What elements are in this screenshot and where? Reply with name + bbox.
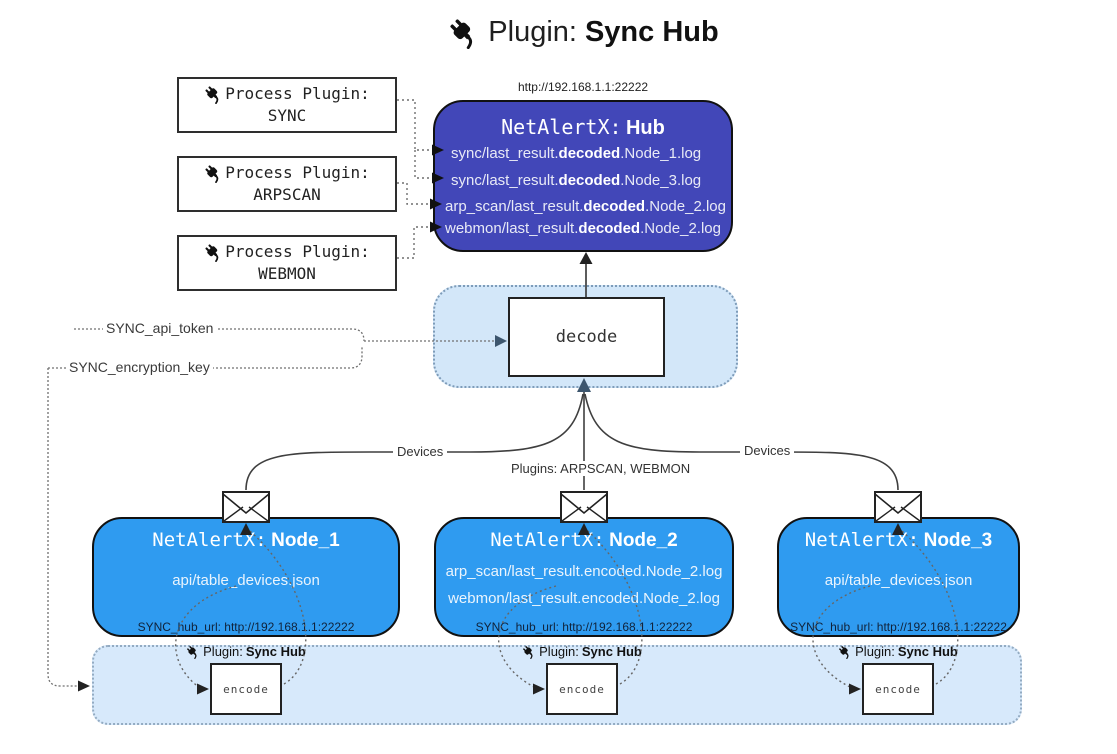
node-hub-url: SYNC_hub_url: http://192.168.1.1:22222 <box>790 620 1007 634</box>
process-plugin-label: Process Plugin: <box>225 163 370 183</box>
devices-label-left: Devices <box>393 444 448 459</box>
hub-log-item: sync/last_result.decoded.Node_3.log <box>451 172 702 189</box>
encode-box: encode <box>210 663 282 715</box>
node-item: api/table_devices.json <box>172 572 320 589</box>
node-title: NetAlertX: Node_2 <box>490 529 678 551</box>
hub-title-prefix: NetAlertX: <box>501 115 622 139</box>
encode-box: encode <box>862 663 934 715</box>
sync-encryption-key-label: SYNC_encryption_key <box>66 359 213 375</box>
process-plugin-sync: Process Plugin: SYNC <box>177 77 397 133</box>
process-plugin-label: Process Plugin: <box>225 84 370 104</box>
title-name: Sync Hub <box>584 16 719 48</box>
encode-plugin-label: Plugin:Sync Hub <box>818 643 978 660</box>
encode-plugin-label: Plugin:Sync Hub <box>502 643 662 660</box>
node-title: NetAlertX: Node_1 <box>152 529 340 551</box>
hub-title: NetAlertX: Hub <box>435 115 731 140</box>
node-item: arp_scan/last_result.encoded.Node_2.log <box>445 563 723 580</box>
plug-icon <box>186 645 200 659</box>
node-title: NetAlertX: Node_3 <box>804 529 993 551</box>
sync-api-token-label: SYNC_api_token <box>103 320 217 336</box>
hub-title-name: Hub <box>625 117 665 139</box>
title-prefix: Plugin: <box>488 16 577 48</box>
encode-box: encode <box>546 663 618 715</box>
process-plugin-name: SYNC <box>267 106 307 125</box>
page-title: Plugin: Sync Hub <box>50 16 1117 49</box>
plug-icon <box>838 645 852 659</box>
encode-plugin-label: Plugin:Sync Hub <box>166 643 326 660</box>
plug-icon <box>522 645 536 659</box>
hub-box: NetAlertX: Hub sync/last_result.decoded.… <box>433 100 733 252</box>
process-plugin-arpscan: Process Plugin: ARPSCAN <box>177 156 397 212</box>
plugins-label-middle: Plugins: ARPSCAN, WEBMON <box>507 461 695 476</box>
process-plugin-name: WEBMON <box>258 264 316 283</box>
process-plugin-label: Process Plugin: <box>225 242 370 262</box>
node-item: api/table_devices.json <box>824 572 973 589</box>
node-2-box: NetAlertX: Node_2 arp_scan/last_result.e… <box>434 517 734 637</box>
plug-icon <box>204 164 223 183</box>
node-1-box: NetAlertX: Node_1 api/table_devices.json… <box>92 517 400 637</box>
plug-icon <box>204 85 223 104</box>
process-plugin-webmon: Process Plugin: WEBMON <box>177 235 397 291</box>
hub-log-item: arp_scan/last_result.decoded.Node_2.log <box>445 198 726 215</box>
hub-url: http://192.168.1.1:22222 <box>517 80 649 94</box>
process-plugin-name: ARPSCAN <box>253 185 321 204</box>
plug-icon <box>448 17 480 49</box>
node-3-box: NetAlertX: Node_3 api/table_devices.json… <box>777 517 1020 637</box>
node-hub-url: SYNC_hub_url: http://192.168.1.1:22222 <box>475 620 693 634</box>
plugin-to-hub-connectors <box>397 99 432 259</box>
decode-box: decode <box>508 297 665 377</box>
node-hub-url: SYNC_hub_url: http://192.168.1.1:22222 <box>137 620 355 634</box>
plug-icon <box>204 243 223 262</box>
hub-log-item: sync/last_result.decoded.Node_1.log <box>451 145 702 162</box>
devices-label-right: Devices <box>740 443 795 458</box>
encryption-key-arrowhead <box>78 680 90 692</box>
hub-log-item: webmon/last_result.decoded.Node_2.log <box>445 220 721 237</box>
node-item: webmon/last_result.encoded.Node_2.log <box>448 590 720 607</box>
